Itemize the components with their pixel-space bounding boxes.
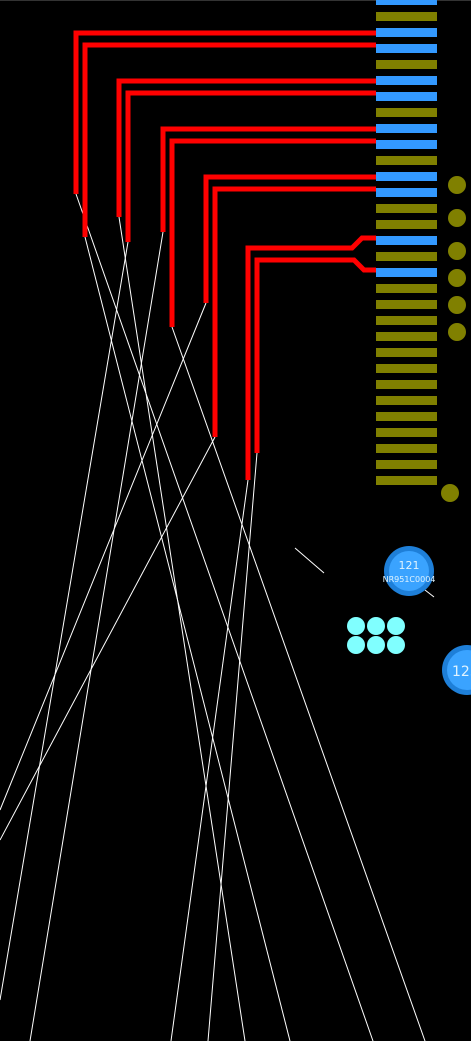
- connector-pin-pad[interactable]: [376, 60, 437, 69]
- connector-pin-pad[interactable]: [376, 364, 437, 373]
- ratsnest-lines: [0, 193, 435, 1041]
- mounting-pad[interactable]: [448, 296, 466, 314]
- mounting-pad[interactable]: [448, 269, 466, 287]
- copper-trace[interactable]: [254, 257, 376, 453]
- via-125-number: 125: [452, 664, 471, 680]
- via-125[interactable]: 125: [442, 645, 471, 695]
- small-via[interactable]: [387, 636, 405, 654]
- copper-trace[interactable]: [203, 174, 376, 303]
- connector-pin-pad[interactable]: [376, 204, 437, 213]
- ratsnest-line: [171, 326, 426, 1041]
- connector-pin-pad[interactable]: [376, 380, 437, 389]
- connector-pin-pad[interactable]: [376, 268, 437, 277]
- routed-traces[interactable]: [73, 30, 376, 480]
- copper-trace[interactable]: [245, 235, 376, 480]
- connector-pin-pad[interactable]: [376, 12, 437, 21]
- connector-pin-pad[interactable]: [376, 348, 437, 357]
- connector-pin-pad[interactable]: [376, 316, 437, 325]
- ratsnest-line: [0, 241, 129, 1001]
- ratsnest-line: [29, 231, 164, 1041]
- mounting-pad[interactable]: [441, 484, 459, 502]
- connector-pin-pad[interactable]: [376, 140, 437, 149]
- mounting-pad[interactable]: [448, 323, 466, 341]
- mounting-pad[interactable]: [448, 209, 466, 227]
- ratsnest-line: [0, 302, 207, 811]
- copper-trace[interactable]: [125, 90, 376, 242]
- ratsnest-line: [424, 589, 435, 598]
- connector-pin-pad[interactable]: [376, 92, 437, 101]
- ratsnest-line: [294, 547, 325, 574]
- connector-pin-pad[interactable]: [376, 0, 437, 5]
- connector-pin-pad[interactable]: [376, 332, 437, 341]
- copper-trace[interactable]: [160, 126, 376, 232]
- connector-pin-pad[interactable]: [376, 76, 437, 85]
- copper-trace[interactable]: [73, 30, 376, 194]
- connector-mounting-pads[interactable]: [441, 176, 466, 502]
- ratsnest-line: [84, 236, 291, 1041]
- connector-pin-pad[interactable]: [376, 460, 437, 469]
- ratsnest-line: [0, 436, 216, 841]
- copper-trace[interactable]: [169, 138, 376, 327]
- connector-pin-pad[interactable]: [376, 188, 437, 197]
- copper-trace[interactable]: [82, 42, 376, 237]
- small-via-cluster[interactable]: [347, 617, 405, 654]
- mounting-pad[interactable]: [448, 176, 466, 194]
- via-121[interactable]: 121 NR951C0004: [383, 546, 436, 596]
- connector-pin-pad[interactable]: [376, 428, 437, 437]
- small-via[interactable]: [387, 617, 405, 635]
- connector-pin-pad[interactable]: [376, 44, 437, 53]
- copper-trace[interactable]: [116, 78, 376, 217]
- connector-pin-pad[interactable]: [376, 28, 437, 37]
- ratsnest-line: [170, 479, 249, 1041]
- small-via[interactable]: [347, 636, 365, 654]
- connector-pin-pad[interactable]: [376, 476, 437, 485]
- connector-pin-pad[interactable]: [376, 236, 437, 245]
- small-via[interactable]: [367, 636, 385, 654]
- copper-trace[interactable]: [212, 186, 376, 437]
- ratsnest-line: [75, 193, 374, 1041]
- connector-pin-pad[interactable]: [376, 284, 437, 293]
- connector-pin-pad[interactable]: [376, 444, 437, 453]
- ratsnest-line: [207, 452, 258, 1041]
- via-121-number: 121: [399, 559, 420, 572]
- connector-pin-pad[interactable]: [376, 108, 437, 117]
- connector-pin-pad[interactable]: [376, 396, 437, 405]
- connector-pin-pad[interactable]: [376, 124, 437, 133]
- connector-footprint[interactable]: [376, 0, 437, 485]
- connector-pin-pad[interactable]: [376, 156, 437, 165]
- connector-pin-pad[interactable]: [376, 300, 437, 309]
- connector-pin-pad[interactable]: [376, 220, 437, 229]
- ratsnest-line: [118, 216, 246, 1041]
- via-121-net-name: NR951C0004: [383, 575, 436, 584]
- small-via[interactable]: [347, 617, 365, 635]
- connector-pin-pad[interactable]: [376, 172, 437, 181]
- small-via[interactable]: [367, 617, 385, 635]
- mounting-pad[interactable]: [448, 242, 466, 260]
- connector-pin-pad[interactable]: [376, 252, 437, 261]
- connector-pin-pad[interactable]: [376, 412, 437, 421]
